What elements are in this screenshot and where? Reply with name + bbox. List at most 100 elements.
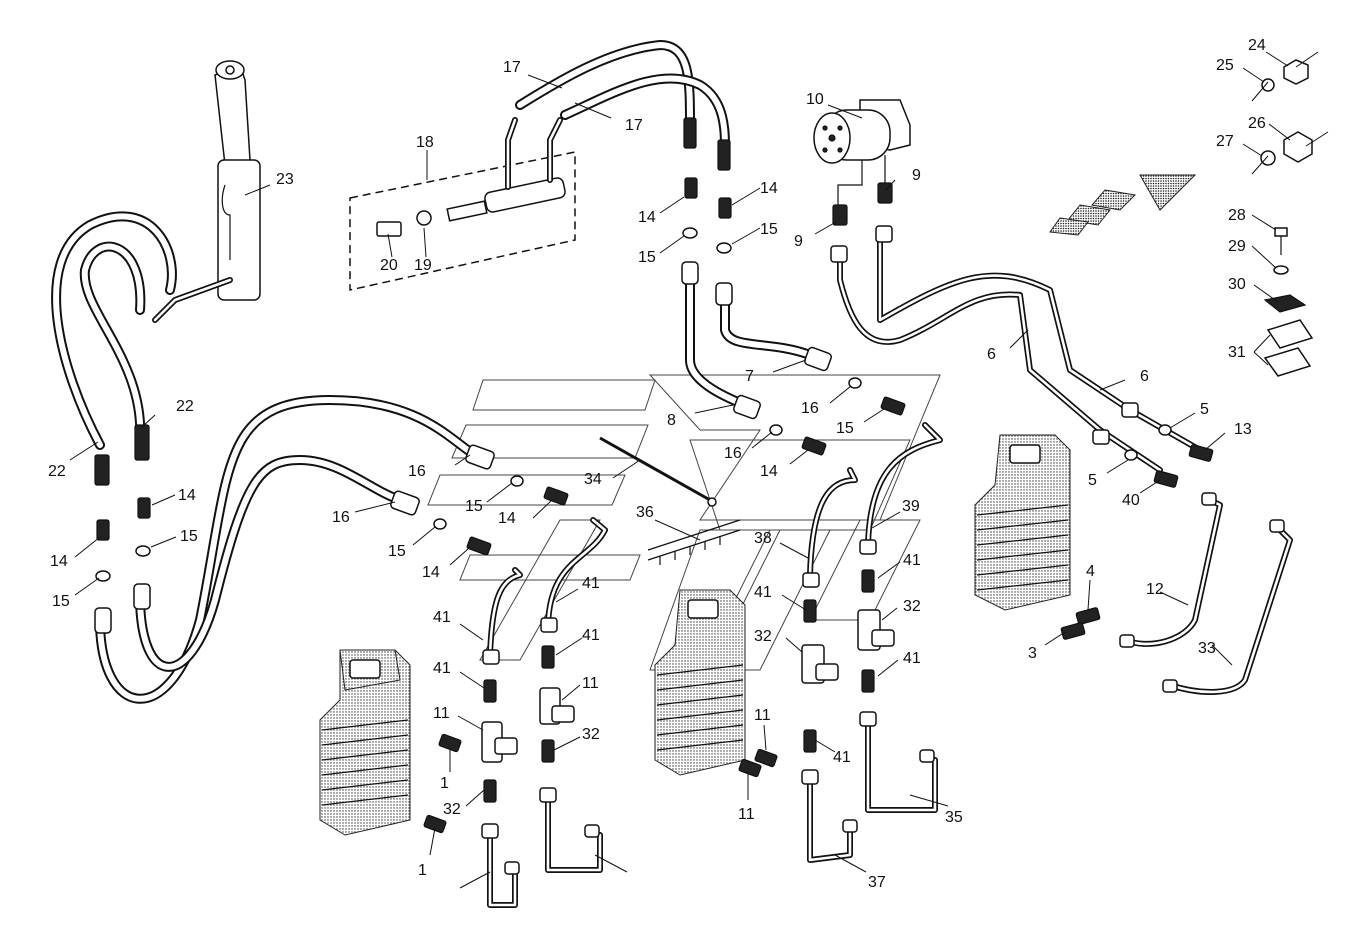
part-label: 16 <box>801 400 819 417</box>
pipe-36 <box>545 517 608 628</box>
part-label: 33 <box>1198 640 1216 657</box>
part-label: 22 <box>176 398 194 415</box>
hydraulic-cylinder <box>152 60 261 323</box>
hose-16-center-right <box>720 285 815 360</box>
part-label: 41 <box>903 650 921 667</box>
part-label: 28 <box>1228 207 1246 224</box>
control-valve-right <box>974 434 1071 611</box>
direction-arrow-icon <box>1049 174 1197 236</box>
fittings <box>94 117 1285 875</box>
part-label: 1 <box>440 775 449 792</box>
part-label: 14 <box>760 463 778 480</box>
parts-28-31 <box>1263 227 1314 377</box>
part-label: 7 <box>745 368 754 385</box>
part-label: 39 <box>902 498 920 515</box>
part-label: 15 <box>180 528 198 545</box>
part-label: 41 <box>582 627 600 644</box>
part-label: 41 <box>582 575 600 592</box>
part-label: 32 <box>754 628 772 645</box>
part-label: 22 <box>48 463 66 480</box>
part-label: 37 <box>868 874 886 891</box>
hose-16-long-outer <box>95 395 480 704</box>
part-label: 4 <box>1086 563 1095 580</box>
part-label: 38 <box>754 530 772 547</box>
part-label: 14 <box>422 564 440 581</box>
hose-17-outer <box>515 40 695 130</box>
part-label: 1 <box>418 862 427 879</box>
hose-16-long-inner <box>135 455 405 672</box>
pipe-38 <box>487 567 523 658</box>
hose-22-outer <box>51 211 177 450</box>
part-label: 41 <box>754 584 772 601</box>
part-label: 27 <box>1216 133 1234 150</box>
part-label: 5 <box>1088 472 1097 489</box>
hose-17-inner <box>560 73 730 155</box>
part-label: 41 <box>433 660 451 677</box>
part-label: 17 <box>625 117 643 134</box>
part-label: 11 <box>738 806 755 823</box>
parts-24-27 <box>1260 59 1313 166</box>
part-label: 16 <box>724 445 742 462</box>
part-label: 15 <box>836 420 854 437</box>
hose-22-inner <box>79 241 146 445</box>
part-label: 32 <box>443 801 461 818</box>
part-label: 35 <box>945 809 963 826</box>
part-label: 12 <box>1146 581 1164 598</box>
part-label: 14 <box>178 487 196 504</box>
part-label: 16 <box>332 509 350 526</box>
part-label: 11 <box>582 675 599 692</box>
part-label: 8 <box>667 412 676 429</box>
assembly-18-box <box>349 117 576 291</box>
part-label: 30 <box>1228 276 1246 293</box>
pipe-35 <box>545 792 603 873</box>
part-label: 13 <box>1234 421 1252 438</box>
pipe-4 <box>1122 497 1223 647</box>
hydraulic-motor <box>813 99 911 164</box>
part-label: 14 <box>760 180 778 197</box>
part-label: 25 <box>1216 57 1234 74</box>
part-label: 41 <box>833 749 851 766</box>
part-label: 18 <box>416 134 434 151</box>
part-label: 14 <box>638 209 656 226</box>
part-label: 24 <box>1248 37 1266 54</box>
part-label: 34 <box>584 471 602 488</box>
part-label: 31 <box>1228 344 1246 361</box>
pipes-10-feed <box>837 155 886 210</box>
part-40-tie <box>599 436 717 507</box>
pipe-13 <box>865 422 943 548</box>
part-label: 5 <box>1200 401 1209 418</box>
part-label: 15 <box>760 221 778 238</box>
pipe-7 <box>877 232 1203 453</box>
part-label: 15 <box>52 593 70 610</box>
part-label: 15 <box>638 249 656 266</box>
part-label: 14 <box>50 553 68 570</box>
pipe-3 <box>1167 527 1293 695</box>
part-label: 6 <box>1140 368 1149 385</box>
part-label: 9 <box>794 233 803 250</box>
part-label: 41 <box>433 609 451 626</box>
pipe-34 <box>807 467 858 578</box>
part-label: 41 <box>903 552 921 569</box>
part-label: 14 <box>498 510 516 527</box>
part-label: 20 <box>380 257 398 274</box>
part-label: 15 <box>388 543 406 560</box>
part-label: 16 <box>408 463 426 480</box>
pipe-12 <box>865 717 938 813</box>
part-label: 6 <box>987 346 996 363</box>
part-label: 3 <box>1028 645 1037 662</box>
part-label: 29 <box>1228 238 1246 255</box>
part-label: 19 <box>414 257 432 274</box>
part-label: 40 <box>1122 492 1140 509</box>
leader-lines <box>69 51 1329 889</box>
pipe-33 <box>807 777 853 863</box>
part-39-clamp <box>647 519 741 565</box>
part-label: 11 <box>433 705 450 722</box>
pipe-37 <box>487 827 518 908</box>
part-label: 36 <box>636 504 654 521</box>
pipe-8 <box>837 252 1163 473</box>
part-label: 32 <box>582 726 600 743</box>
control-valve-middle <box>654 589 746 776</box>
part-label: 26 <box>1248 115 1266 132</box>
part-label: 15 <box>465 498 483 515</box>
